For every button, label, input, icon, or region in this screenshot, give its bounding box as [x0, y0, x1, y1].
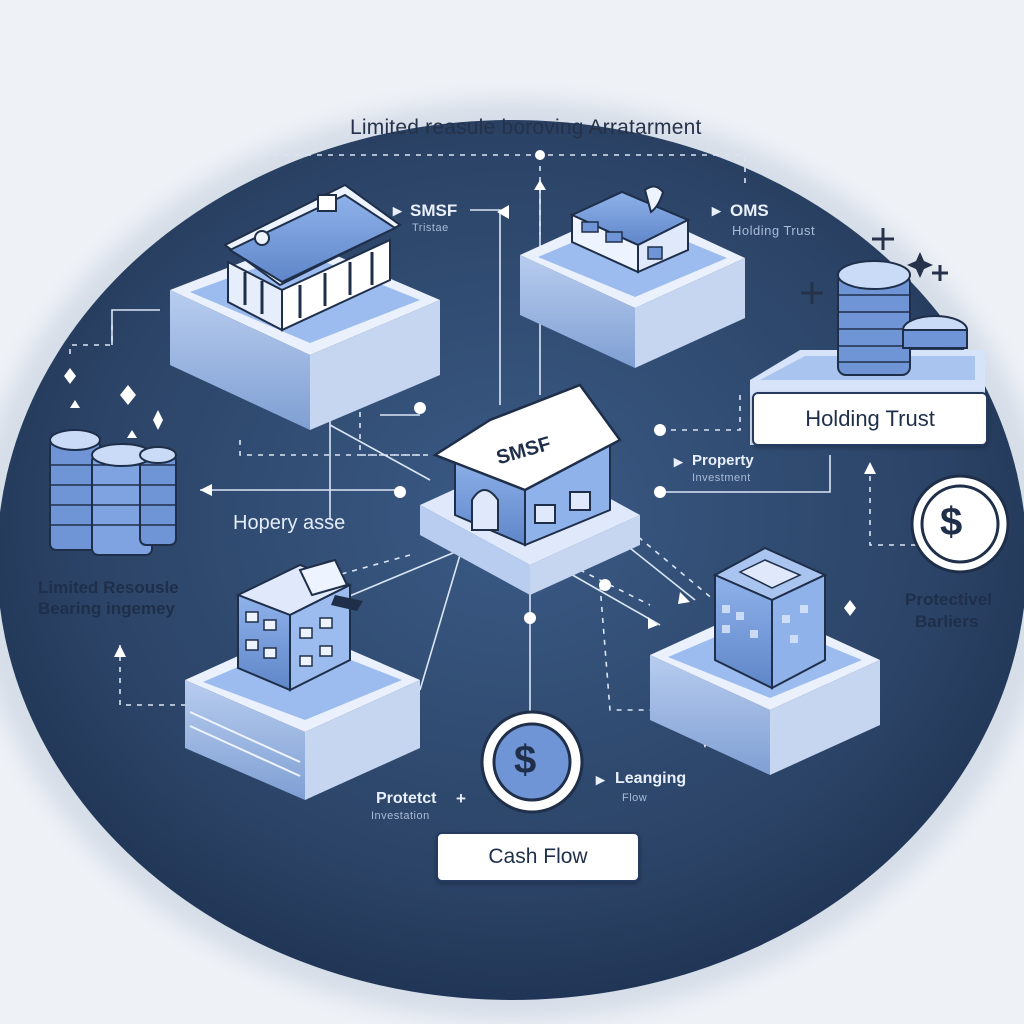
leanging-tag-sub: Flow: [622, 792, 648, 804]
dollar-sign: $: [940, 500, 963, 544]
arrow-icon: ▸: [712, 201, 721, 220]
protective-line2: Barliers: [915, 612, 979, 631]
protect-tag-label: Protetct: [376, 790, 437, 807]
smsf-tag-sub: Tristae: [412, 222, 449, 234]
coin-stack-icon: [837, 260, 968, 376]
arrow-icon: +: [456, 789, 466, 808]
diagram-title: Limited reasule boroving Arratarment: [350, 116, 702, 139]
building-icon: [235, 558, 363, 692]
property-tag-label: Property: [692, 452, 754, 469]
holding-tag-label: OMS: [730, 201, 769, 220]
arrow-icon: ▸: [596, 770, 605, 789]
center-house-icon: [432, 383, 622, 547]
holding-trust-box: Holding Trust: [752, 392, 988, 446]
protective-line1: Protectivel: [905, 590, 992, 609]
house-icon: [569, 185, 691, 274]
dollar-circle-icon: [910, 474, 1010, 574]
hopery-label: Hopery asse: [233, 512, 346, 534]
property-tag-sub: Investment: [692, 472, 751, 484]
arrow-icon: ▸: [674, 452, 683, 471]
limited-resource-line2: Bearing ingemey: [38, 599, 175, 618]
limited-resource-line1: Limited Resousle: [38, 578, 179, 597]
dollar-sign: $: [514, 738, 537, 782]
sparkle-icon: [801, 228, 948, 304]
holding-tag-sub: Holding Trust: [732, 223, 816, 238]
dollar-circle-icon: [480, 710, 584, 814]
protect-tag-sub: Investation: [371, 810, 430, 822]
coin-stack-icon: [49, 429, 177, 556]
leanging-tag-label: Leanging: [615, 770, 687, 787]
sparkle-icon: [907, 252, 933, 278]
cash-flow-box: Cash Flow: [436, 832, 640, 882]
smsf-tag-label: SMSF: [410, 201, 458, 220]
bank-icon: [223, 183, 402, 332]
arrow-icon: ▸: [393, 201, 402, 220]
vault-icon: [712, 546, 828, 690]
